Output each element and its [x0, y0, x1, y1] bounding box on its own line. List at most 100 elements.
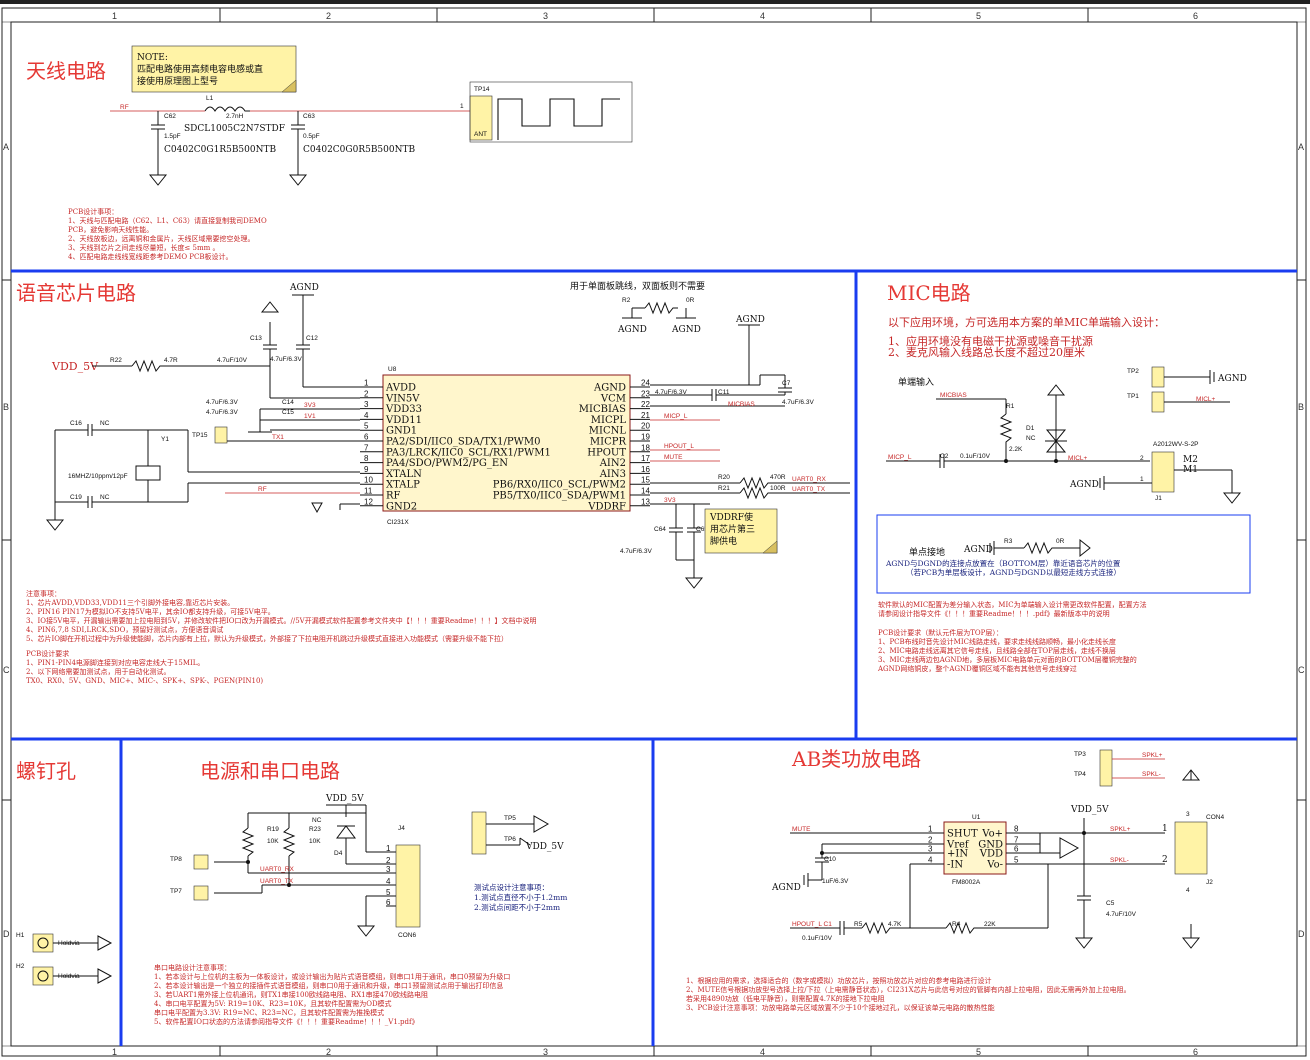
voice-agnd-right: AGND — [735, 315, 765, 325]
u8-pin-num-right: 24 — [641, 379, 650, 388]
u8-pin-name-left: GND1 — [386, 426, 417, 437]
u8-pin-name-left: VDD33 — [385, 404, 422, 415]
d1-ref: D1 — [1026, 425, 1035, 432]
voice-chip-title: 语音芯片电路 — [16, 281, 136, 305]
amp-hpout: HPOUT_L C1 — [792, 921, 832, 928]
power-note-2: 2、若本设计输出是一个独立的接插件式语音模组，则串口0用于通讯和升级，串口1预留… — [154, 981, 503, 990]
col-label-6: 6 — [1193, 11, 1198, 21]
u8-pin-num-left: 2 — [364, 389, 369, 398]
r22-ref: R22 — [110, 357, 122, 364]
amp-note-2: 若采用4890功放（低电平静音），则需配置4.7K的接地下拉电阻 — [686, 994, 885, 1003]
r2-ref: R2 — [622, 297, 631, 304]
c15-value: 4.7uF/6.3V — [206, 409, 238, 416]
j1-pin2: 2 — [1140, 455, 1144, 462]
mic-net-micp: MICP_L — [888, 454, 912, 461]
r1-ref: R1 — [1006, 403, 1015, 410]
power-uart-title: 电源和串口电路 — [200, 759, 340, 783]
connector-j2 — [1175, 822, 1207, 874]
u8-pin-name-left: XTALP — [386, 480, 420, 491]
power-note-3: 3、若UART1需外接上位机通讯，则TX1串接100欧线路电阻、RX1串接470… — [154, 990, 428, 999]
c7-value: 4.7uF/6.3V — [782, 399, 814, 406]
j4-ref: J4 — [398, 825, 405, 832]
r22-cap-value: 4.7uF/10V — [217, 357, 248, 364]
antenna-pcb-note-3: 2、天线放板边，远离铜和金属片，天线区域需要挖空处理。 — [68, 234, 254, 243]
r2-agnd-right: AGND — [671, 325, 701, 335]
u8-pin-num-right: 14 — [641, 487, 650, 496]
c63-part: C0402C0G0R5B500NTB — [303, 145, 415, 155]
amp-agnd: AGND — [771, 883, 801, 893]
tp15-ref: TP15 — [192, 432, 208, 439]
h1-ref: H1 — [16, 932, 25, 939]
u8-pin-num-left: 11 — [364, 487, 373, 496]
mic-title: MIC电路 — [887, 281, 971, 305]
u1-pin-name-left: SHUT — [947, 829, 978, 840]
y1-ref: Y1 — [161, 436, 169, 443]
net-1v1: 1V1 — [304, 413, 316, 420]
row-label-d: D — [3, 929, 10, 939]
col-label-2: 2 — [326, 11, 331, 21]
voice-note-7: PCB设计要求 — [26, 649, 69, 658]
row-label-b-right: B — [1298, 402, 1304, 412]
u1-pin-num-right: 6 — [1014, 845, 1019, 854]
r19-value: 10K — [267, 838, 279, 845]
tp2-pad — [1152, 367, 1164, 387]
net-mute: MUTE — [664, 454, 683, 461]
voice-note-1: 1、芯片AVDD,VDD33,VDD11三个引脚外接电容,靠近芯片安装。 — [26, 598, 234, 607]
col-label-5-bottom: 5 — [976, 1047, 981, 1057]
r23-value: 10K — [309, 838, 321, 845]
voice-note-10: TX0、RX0、5V、GND、MIC+、MIC-、SPK+、SPK-、PGEN(… — [26, 677, 263, 685]
voice-vdd5v-label: VDD_5V — [51, 360, 99, 373]
r2-value: 0R — [686, 297, 695, 304]
mic-sw-note-2: 请参阅设计指导文件《！！！重要Readme！！！.pdf》最新版本中的说明 — [878, 609, 1110, 618]
net-tx1: TX1 — [272, 434, 284, 441]
net-uart-rx: UART0_RX — [792, 476, 827, 483]
h1-label: Holdvia — [58, 940, 80, 947]
mic-sw-note-1: 软件默认的MIC配置为差分输入状态，MIC为单端输入设计需更改软件配置，配置方法 — [878, 600, 1147, 609]
voice-note-4: 4、PIN6,7,8 SDI,LRCK,SDO，预留好测试点，方便语音调试 — [26, 625, 223, 634]
u8-pin-num-left: 1 — [364, 379, 369, 388]
u8-pin-num-right: 15 — [641, 476, 650, 485]
u8-pin-name-right: MICBIAS — [579, 404, 626, 415]
r23-ref: R23 — [309, 826, 321, 833]
c13-value: 4.7uF/6.3V — [270, 356, 302, 363]
u1-pin-name-right: Vo- — [986, 860, 1003, 871]
col-label-5: 5 — [976, 11, 981, 21]
tp8-pad — [194, 855, 208, 869]
mic-pcb-note-0: PCB设计要求（默认元件层为TOP层）： — [878, 628, 1003, 637]
j1-m2: M2 — [1183, 455, 1198, 465]
jumper-note: 用于单面板跳线，双面板则不需要 — [570, 280, 705, 292]
vddrf-note-line-1: 用芯片第三 — [710, 523, 755, 535]
mic-pcb-note-1: 1、PCB布线时音先设计MIC线路走线，要求走线线路顺畅，最小化走线长度 — [878, 637, 1116, 646]
r22-value: 4.7R — [164, 357, 178, 364]
u1-pin-name-right: VDD — [979, 849, 1003, 860]
u8-pin-name-left: VDD11 — [385, 415, 422, 426]
antenna-note-line-2: 匹配电路使用高频电容电感或直 — [137, 63, 263, 75]
u8-pin-name-right: PB5/TX0/IIC0_SDA/PWM1 — [493, 491, 626, 502]
mic-pcb-note-4: AGND网络铜皮，整个AGND覆铜区域不能有其他信号走线穿过 — [877, 664, 1077, 673]
amp-note-1: 2、MUTE信号根据功放型号选择上拉/下拉（上电需静音状态），CI231X芯片与… — [686, 985, 1131, 994]
j4-pin-num: 1 — [386, 844, 391, 853]
u1-pin-num-right: 8 — [1014, 825, 1019, 834]
single-ground-label: 单点接地 — [909, 546, 945, 558]
tp7-ref: TP7 — [170, 888, 182, 895]
h2-ref: H2 — [16, 963, 25, 970]
row-label-a-right: A — [1298, 142, 1304, 152]
power-uart-rx: UART0_RX — [260, 866, 295, 873]
u8-pin-num-left: 9 — [364, 465, 369, 474]
c5-ref: C5 — [1106, 900, 1115, 907]
amp-spkl-minus: SPKL- — [1110, 857, 1129, 864]
r5-value: 4.7K — [888, 921, 902, 928]
r2-agnd-left: AGND — [617, 325, 647, 335]
u8-pin-num-left: 5 — [364, 422, 369, 431]
u8-pin-num-left: 4 — [364, 411, 369, 420]
c12-ref: C12 — [306, 335, 318, 342]
chip-u8: U8 CI231X 1AVDD2VIN5V3VDD334VDD115GND16P… — [360, 366, 650, 526]
r21-value: 100R — [770, 485, 786, 492]
j1-ref: J1 — [1155, 495, 1162, 502]
tp7-pad — [194, 886, 208, 900]
amp-spkl-plus: SPKL+ — [1110, 826, 1131, 833]
col-label-3-bottom: 3 — [543, 1047, 548, 1057]
col-label-6-bottom: 6 — [1193, 1047, 1198, 1057]
l1-ref: L1 — [206, 95, 214, 102]
